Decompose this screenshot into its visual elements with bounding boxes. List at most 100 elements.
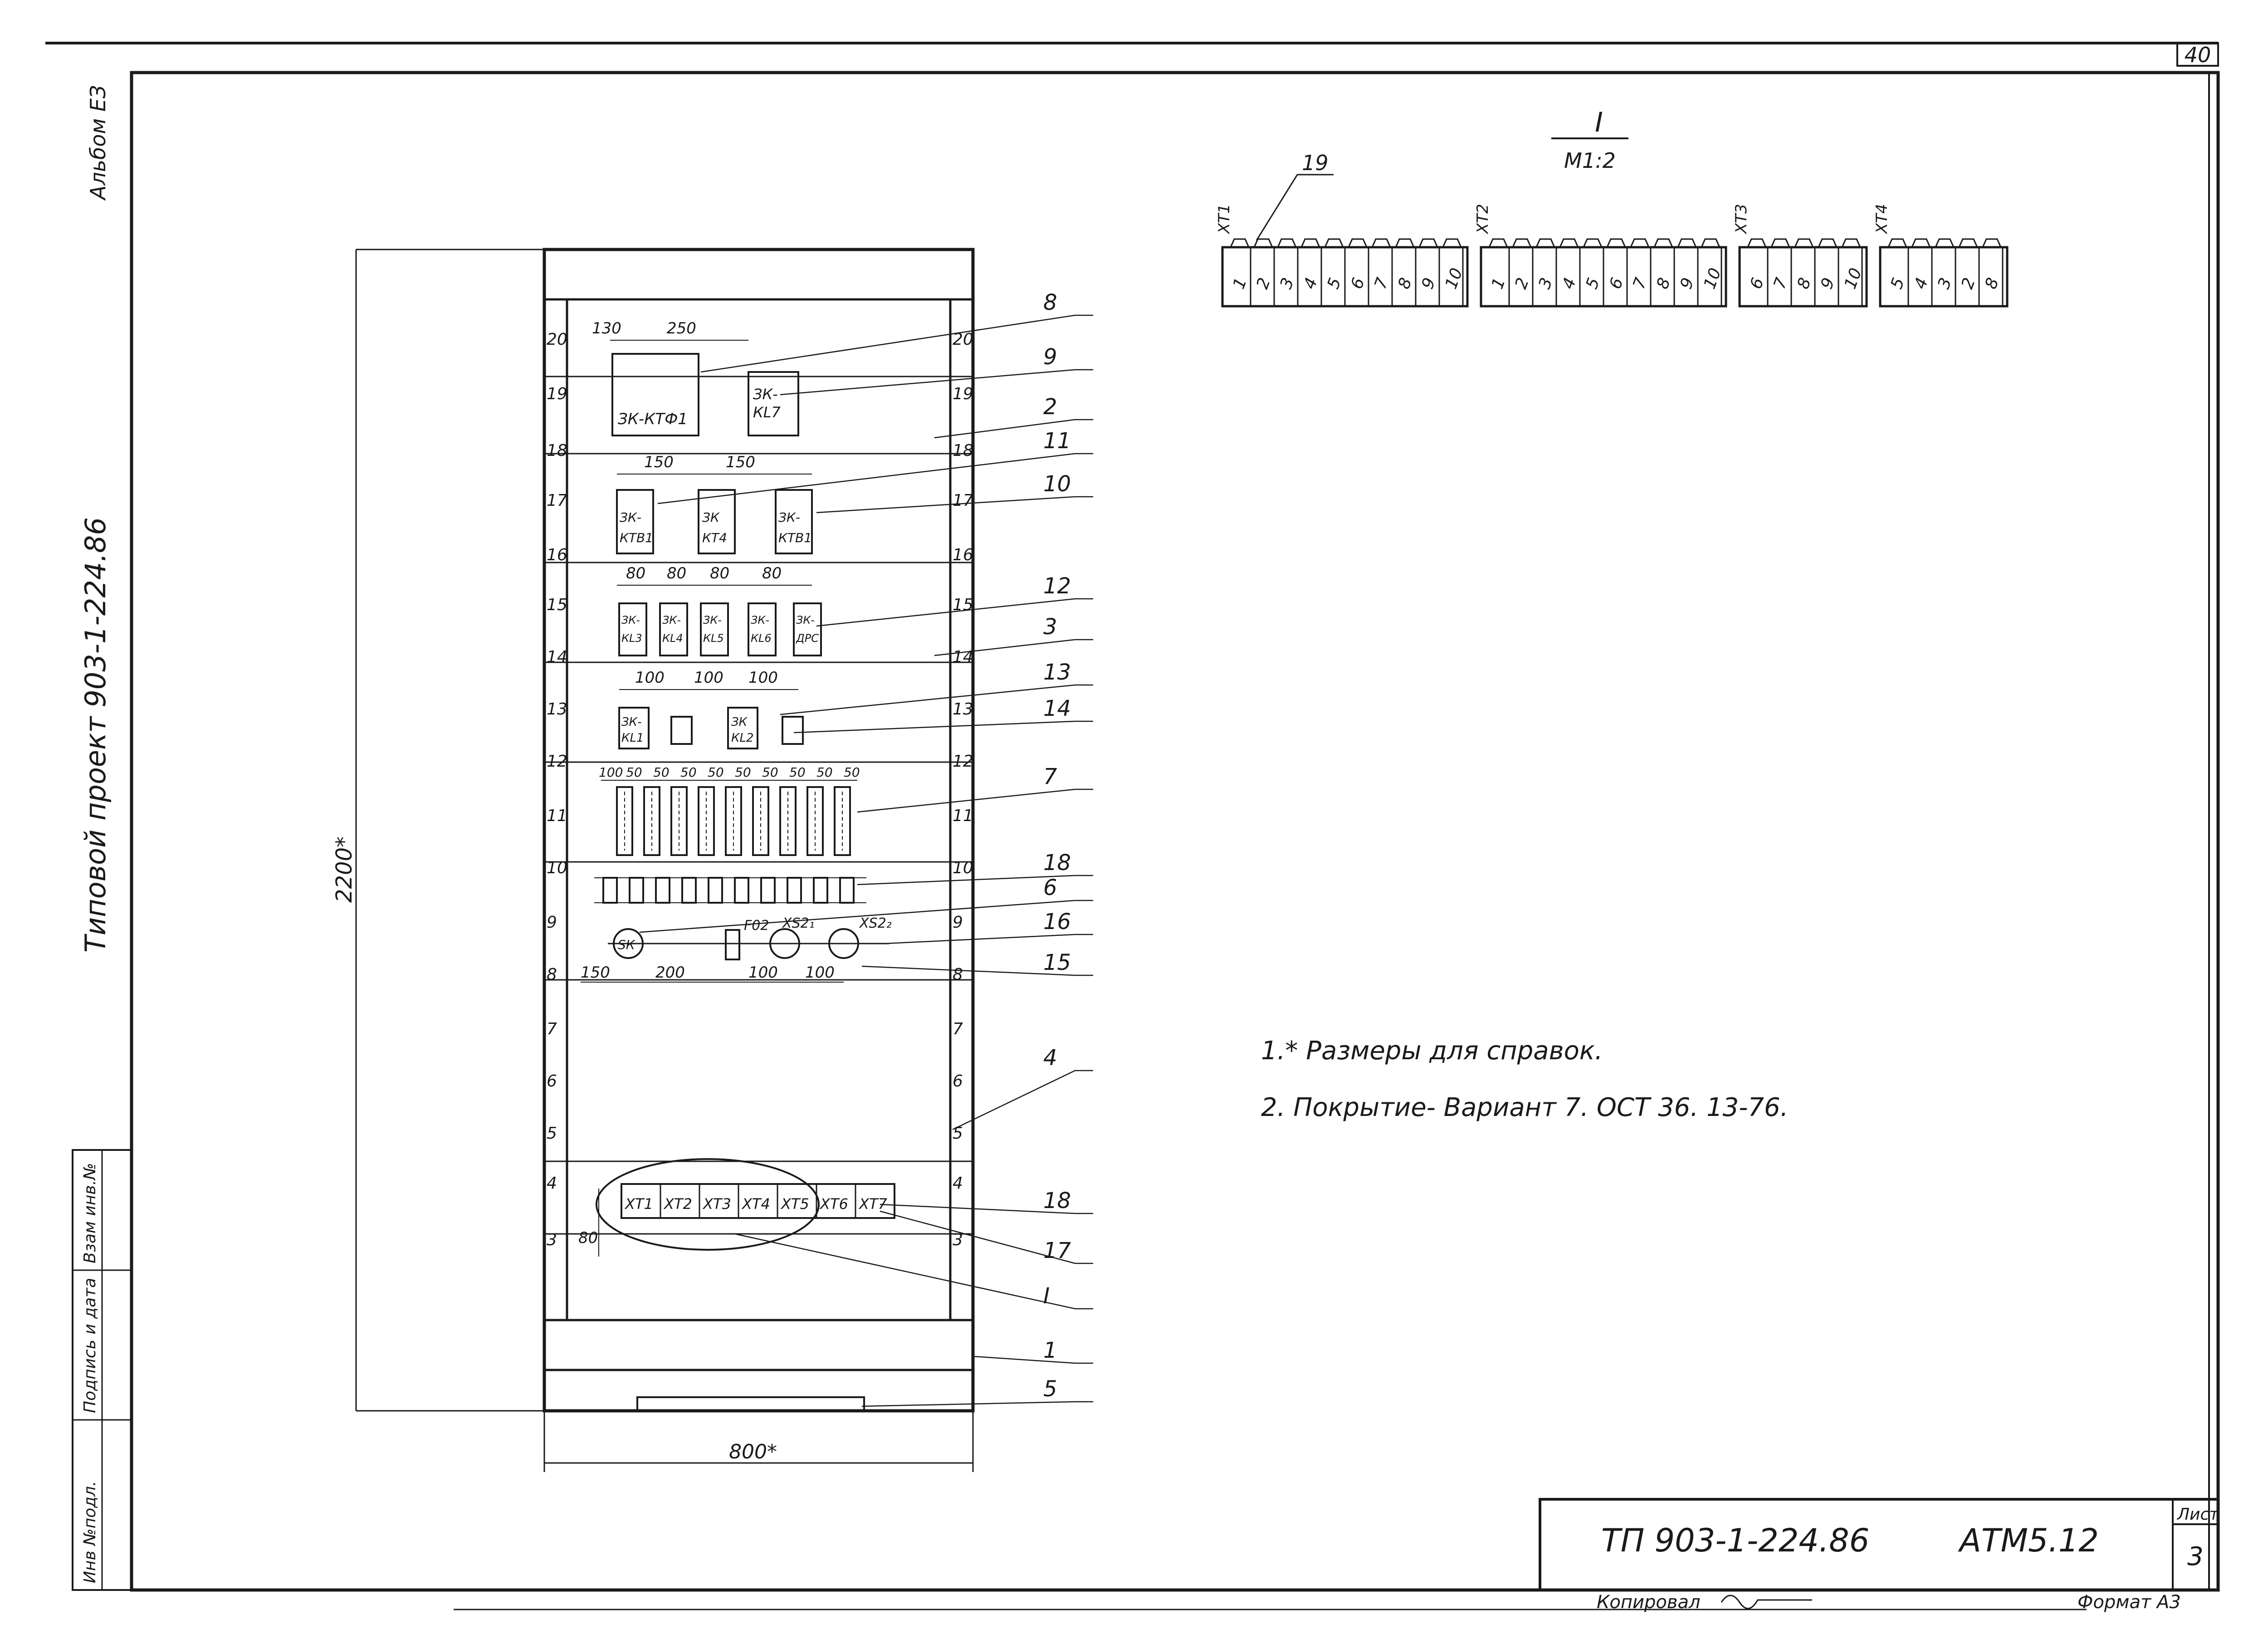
row-number-right: 3 [953,1231,963,1249]
device-label: КL6 [751,632,772,645]
side-stamp: Альбом ЕЗ Типовой проект 903-1-224.86 Ин… [72,85,132,1591]
dim-text: 130 [592,319,621,338]
row-number-right: 18 [953,441,973,460]
row-number-left: 14 [547,648,567,666]
note-2: 2. Покрытие- Вариант 7. ОСТ 36. 13-76. [1261,1093,1789,1122]
width-dimension: 800* [543,1411,974,1472]
leader-number: 8 [1043,290,1057,315]
device-label: КL7 [753,404,781,421]
row-number-right: 7 [953,1020,963,1038]
leader-line [734,1233,1093,1310]
row-number-left: 13 [547,700,567,719]
fuse-holder [725,786,742,856]
fuse-holder [752,786,769,856]
row-number-right: 19 [953,385,973,403]
leader-line [780,369,1093,396]
leader-number: 1 [1043,1338,1057,1363]
terminal-cell-number: 2 [1253,275,1274,292]
terminal-cell-number: 5 [1324,275,1345,292]
row-number-left: 11 [547,807,567,825]
row-number-left: 5 [547,1124,557,1143]
rails [544,376,973,1235]
fuse-holder [834,786,851,856]
dim-text: 50 [789,765,806,780]
terminal-cell-number: 6 [1348,275,1369,292]
dim-text: 250 [667,319,696,338]
device-label: КL2 [731,731,754,745]
terminal-piece [602,877,618,904]
row-number-left: 6 [547,1072,557,1091]
terminal-piece [787,877,802,904]
dim-text: 150 [726,453,755,471]
terminal-group-label: ХТ3 [1732,204,1750,235]
terminal-cell-number: 8 [1794,275,1815,292]
row-number-left: 3 [547,1231,557,1249]
device-xs2-2 [828,928,859,959]
terminal-cell-number: 7 [1371,275,1392,292]
sheet-corner-number: 40 [2185,43,2211,67]
leader-line [639,900,1093,933]
row-number-left: 15 [547,596,567,614]
dim-text: 50 [653,765,670,780]
leader-number: 4 [1043,1045,1057,1071]
device-label: ЗК- [778,510,800,525]
dim-text: 100 [748,964,778,982]
device-relay-row3 [659,602,688,656]
device-label: ЗК- [662,614,681,626]
terminal-piece [708,877,723,904]
terminal-group-label: ХТ1 [1215,204,1233,235]
row-number-right: 14 [953,648,973,666]
device-label: КТВ1 [620,530,653,545]
leader-number: 7 [1043,764,1057,789]
leader-number: 9 [1043,344,1057,370]
terminal-cell-number: 9 [1677,275,1698,292]
title-block: ТП 903-1-224.86 АТМ5.12 Лист 3 Копировал… [1539,1498,2219,1613]
terminal-block-label: ХТ1 [624,1195,653,1213]
row-number-right: 17 [953,491,973,510]
leader-line [934,639,1093,656]
fuse-holder [779,786,797,856]
leader-line [857,875,1093,885]
terminal-cell-number: 4 [1911,275,1932,292]
leader-number: 17 [1043,1238,1071,1263]
fuse-holder [670,786,688,856]
dim-text: 80 [710,564,729,582]
row-number-left: 10 [547,859,567,877]
dim-text: 50 [762,765,778,780]
terminal-cell-number: 3 [1935,275,1955,292]
leader-line [952,1070,1093,1130]
row-7-devices: SК F02 ХS2₁ ХS2₂ 150 200 100 100 [581,915,892,983]
width-dimension-text: 800* [729,1440,777,1463]
row-number-left: 18 [547,441,567,460]
note-1: 1.* Размеры для справок. [1261,1036,1603,1066]
row-number-left: 8 [547,965,557,984]
leader-number: 10 [1043,471,1071,497]
device-label: ДРС [796,632,819,645]
terminal-cell-number: 4 [1559,275,1580,292]
leader-line [700,314,1093,373]
leader-line [934,419,1093,439]
terminal-cell-number: 2 [1958,275,1979,292]
device-relay-small-2 [782,716,804,745]
leader-line [880,1210,1093,1264]
terminal-piece [839,877,855,904]
device-label: ЗК- [620,510,641,525]
device-relay-row3 [618,602,647,656]
device-kl2 [727,707,758,749]
device-ktv1-a [616,489,654,554]
device-label: ЗК- [796,614,815,626]
dim-text: 80 [667,564,686,582]
terminal-piece [629,877,644,904]
dim-text: 100 [694,669,723,687]
leader-line [657,453,1093,504]
terminal-group-label: ХТ4 [1873,204,1891,235]
dim-text: 100 [599,765,623,780]
terminal-cell-number: 6 [1747,275,1768,292]
doc-code: АТМ5.12 [1958,1522,2099,1559]
doc-number: ТП 903-1-224.86 [1601,1522,1869,1559]
project-label: Типовой проект 903-1-224.86 [79,517,112,953]
